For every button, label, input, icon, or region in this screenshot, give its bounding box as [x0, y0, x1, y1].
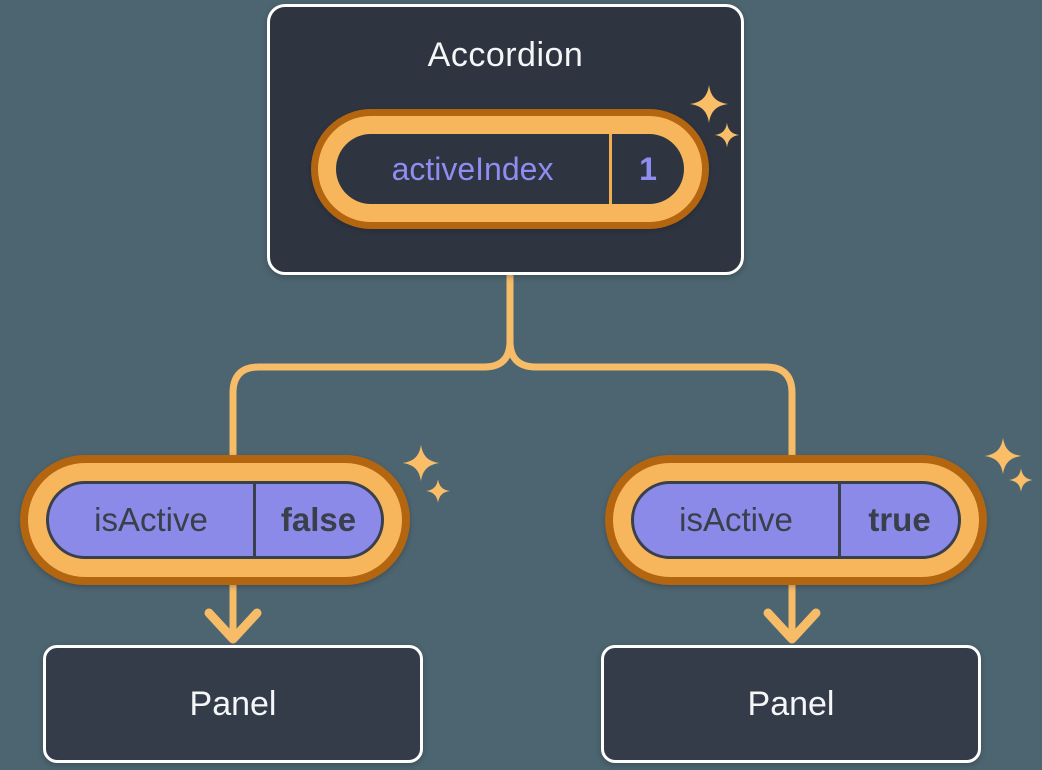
branch-right-line [506, 271, 796, 462]
arrow-left-head-icon [204, 608, 262, 644]
prop-value: false [280, 501, 357, 538]
prop-pill-highlight-ring: isActive true [613, 463, 979, 577]
prop-name: isActive [94, 501, 208, 538]
state-pill-divider [609, 134, 612, 204]
sparkles-icon-right [984, 437, 1033, 492]
prop-pill-body: isActive true [631, 481, 961, 559]
panel-component-box-left: Panel [43, 645, 423, 763]
sparkles-icon-left [402, 444, 450, 503]
state-pill-active-index: activeIndex 1 [311, 109, 709, 229]
component-title: Accordion [427, 36, 584, 74]
prop-pill-is-active-right: isActive true [605, 455, 987, 585]
prop-pill-is-active-left: isActive false [20, 455, 410, 585]
accordion-component-box: Accordion activeIndex 1 [267, 4, 744, 275]
prop-pill-divider [253, 484, 256, 556]
prop-pill-divider [838, 484, 841, 556]
state-pill-highlight-ring: activeIndex 1 [318, 116, 702, 222]
prop-pill-highlight-ring: isActive false [28, 463, 402, 577]
state-pill-body: activeIndex 1 [336, 134, 684, 204]
prop-pill-body: isActive false [46, 481, 384, 559]
branch-left-line [229, 271, 514, 462]
state-value: 1 [639, 150, 657, 187]
prop-name: isActive [679, 501, 793, 538]
arrow-right-head-icon [763, 608, 821, 644]
prop-value: true [868, 501, 931, 538]
panel-component-box-right: Panel [601, 645, 981, 763]
state-name: activeIndex [391, 150, 554, 187]
